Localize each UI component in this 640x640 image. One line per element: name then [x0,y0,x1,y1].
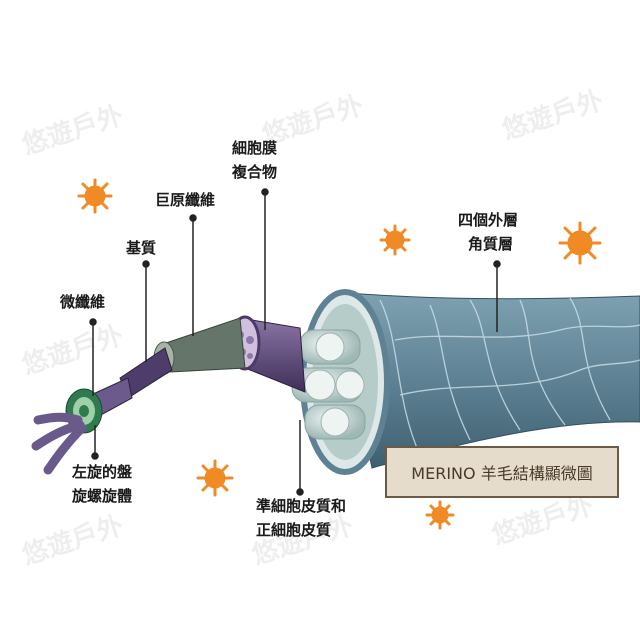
caption-box: MERINO 羊毛結構顯微圖 [385,446,619,498]
label-matrix: 基質 [126,239,157,257]
label-cuticle: 四個外層 角質層 [458,208,518,256]
cuticle-scale-lines [379,297,640,456]
label-cortex: 準細胞皮質和 正細胞皮質 [256,494,346,542]
label-text: 角質層 [468,235,514,253]
label-helix: 左旋的盤 旋螺旋體 [72,460,132,508]
coiled-coil-helix [31,412,87,475]
label-microfibril: 微纖維 [60,293,106,311]
label-text: 細胞膜 [232,139,278,157]
label-text: 四個外層 [458,211,519,229]
leader-lines [89,188,501,496]
label-text: 複合物 [232,163,278,181]
cortex-cells [291,329,366,440]
label-text: 準細胞皮質和 [256,497,347,515]
label-text: 旋螺旋體 [72,487,133,505]
label-macrofibril: 巨原纖維 [155,191,216,209]
label-cell-membrane: 細胞膜 複合物 [232,136,277,184]
label-text: 左旋的盤 [72,463,133,481]
label-text: 正細胞皮質 [256,521,332,539]
virus-icons [77,178,602,530]
